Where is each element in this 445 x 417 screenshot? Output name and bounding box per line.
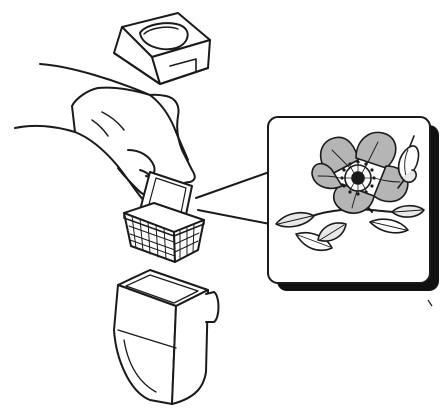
callout-shadow-tick	[428, 300, 432, 306]
callout-leader	[196, 170, 275, 225]
lid-cap	[114, 13, 210, 84]
hand-holding-item	[15, 64, 195, 224]
container-body	[114, 270, 219, 404]
mesh-basket	[124, 203, 204, 262]
